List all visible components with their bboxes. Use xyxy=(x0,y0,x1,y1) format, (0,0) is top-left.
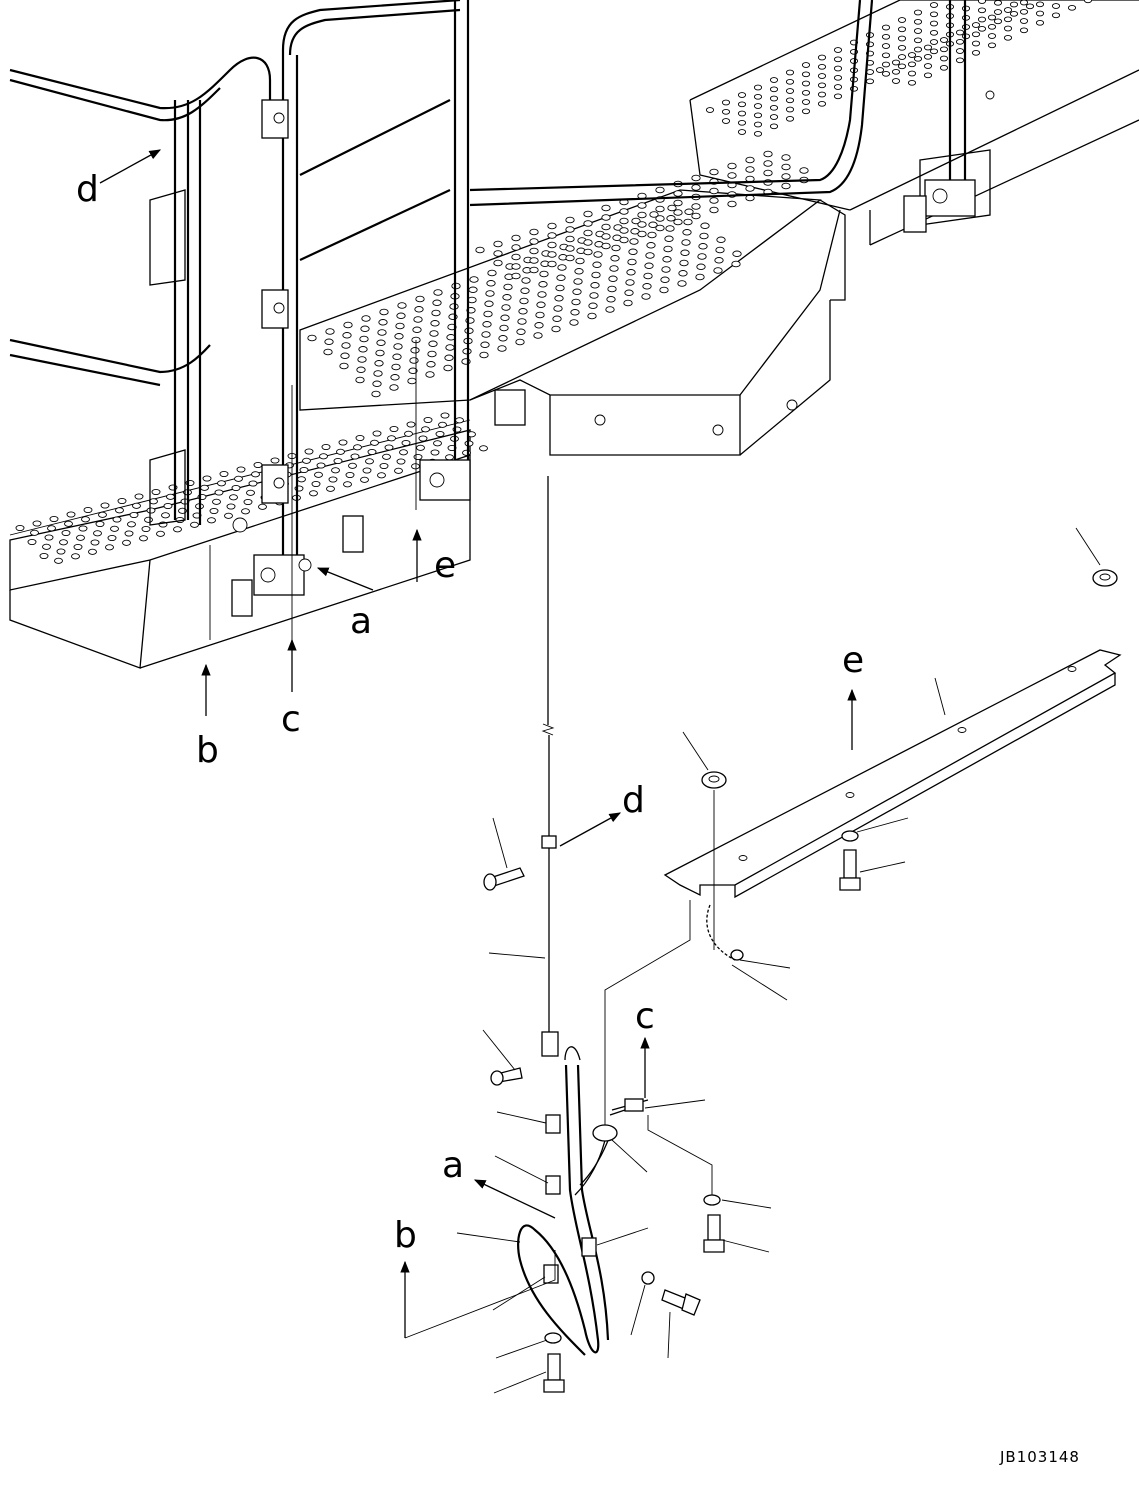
callout-label-a-upper: a xyxy=(350,601,372,642)
walkway-platform-assembly xyxy=(9,0,1139,669)
drawing-code: JB103148 xyxy=(999,1448,1080,1466)
center-walkway-deck xyxy=(299,189,846,456)
assembly-reference-lines xyxy=(209,340,715,1339)
callout-label-b-upper: b xyxy=(196,730,219,771)
exploded-parts xyxy=(209,340,1122,1394)
cable-harness xyxy=(517,904,736,1356)
callout-label-b-lower: b xyxy=(394,1215,417,1256)
post-brackets xyxy=(231,90,995,617)
callout-label-c-upper: c xyxy=(281,699,301,740)
callout-label-e-lower: e xyxy=(842,640,864,681)
callout-label-c-lower: c xyxy=(635,996,655,1037)
callout-arrows xyxy=(99,149,857,1338)
antenna-rod xyxy=(541,476,557,1040)
bracket-plate xyxy=(663,649,1122,899)
part-leader-lines xyxy=(456,527,1101,1394)
left-handrail xyxy=(9,56,272,526)
bolt-parts xyxy=(483,849,861,1393)
callout-label-a-lower: a xyxy=(442,1145,464,1186)
washer-parts xyxy=(544,569,1118,1344)
callout-label-e-upper: e xyxy=(434,545,456,586)
callout-label-d-lower: d xyxy=(622,780,645,821)
callout-labels: d a b c e e d c a b xyxy=(76,169,864,1256)
callout-label-d-upper: d xyxy=(76,169,99,210)
